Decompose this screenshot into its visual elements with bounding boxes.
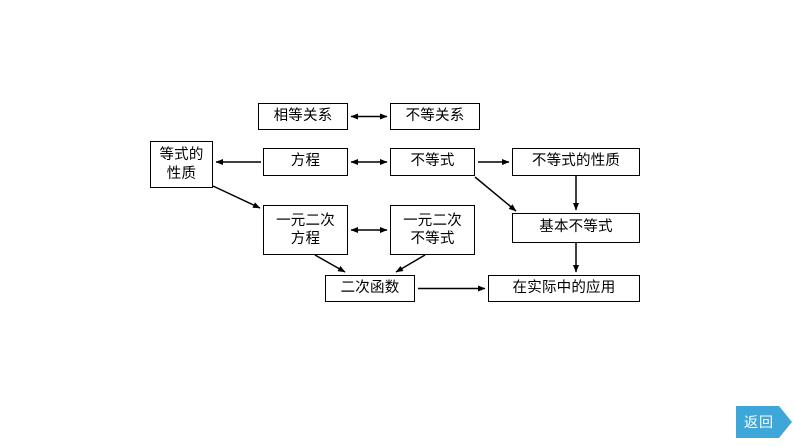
node-quadratic-function[interactable]: 二次函数 bbox=[325, 275, 415, 302]
edge-inequality-to-basic-inequality bbox=[474, 176, 517, 212]
edge-equation-properties-to-quadratic-equation bbox=[212, 185, 261, 209]
edge-quadratic-inequality-to-function bbox=[395, 254, 426, 273]
return-button[interactable] bbox=[736, 406, 792, 438]
node-quadratic-inequality[interactable]: 一元二次 不等式 bbox=[390, 205, 475, 255]
edge-quadratic-equation-to-function bbox=[314, 254, 346, 273]
node-equal-relation[interactable]: 相等关系 bbox=[258, 103, 348, 130]
node-basic-inequality[interactable]: 基本不等式 bbox=[512, 213, 640, 243]
node-equation[interactable]: 方程 bbox=[263, 148, 348, 176]
node-inequality-properties[interactable]: 不等式的性质 bbox=[512, 148, 640, 176]
node-equation-properties[interactable]: 等式的 性质 bbox=[150, 141, 213, 188]
return-button-shape bbox=[736, 406, 792, 438]
node-quadratic-equation[interactable]: 一元二次 方程 bbox=[263, 205, 348, 255]
node-inequality[interactable]: 不等式 bbox=[390, 148, 475, 176]
node-practical-application[interactable]: 在实际中的应用 bbox=[488, 275, 640, 302]
node-unequal-relation[interactable]: 不等关系 bbox=[390, 103, 480, 130]
